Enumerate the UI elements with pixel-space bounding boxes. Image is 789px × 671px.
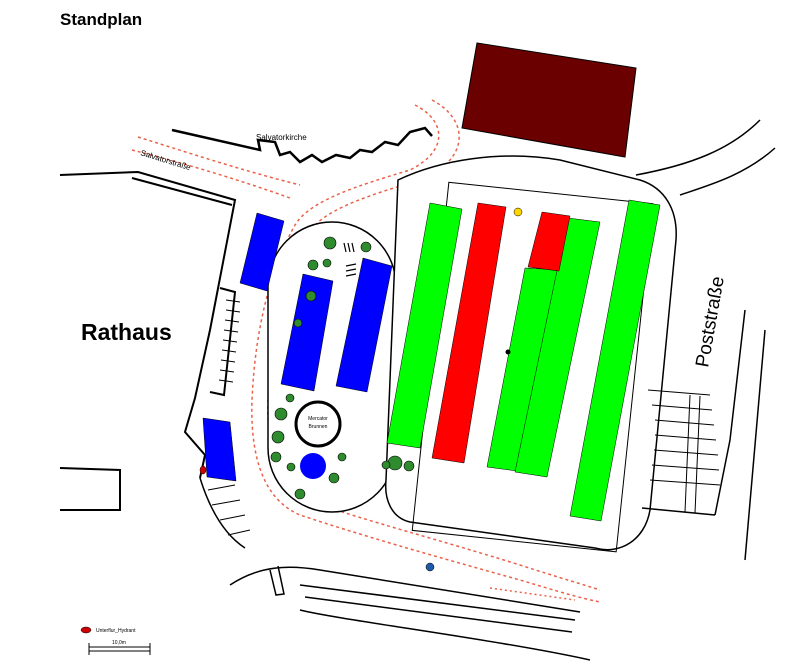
bottom-street <box>229 565 591 661</box>
poststrasse-road <box>635 119 776 561</box>
page-title: Standplan <box>60 10 143 29</box>
brown-building <box>461 42 637 158</box>
label-salvatorkirche: Salvatorkirche <box>256 133 307 142</box>
stall-blue-2 <box>280 273 334 392</box>
mercator-brunnen <box>294 400 342 448</box>
legend-hydrant-label: Unterflur_Hydrant <box>96 628 136 634</box>
blue-marker <box>425 562 435 572</box>
label-poststrasse: Poststraße <box>692 275 729 369</box>
trees <box>270 236 415 500</box>
parking-lines <box>647 389 721 514</box>
stall-green-3 <box>514 217 601 478</box>
scale-bar <box>88 643 151 655</box>
dotted-lane <box>489 587 576 601</box>
stall-red-1 <box>431 202 507 464</box>
legend: Unterflur_Hydrant 10,0m <box>78 612 163 662</box>
salvatorkirche-outline <box>171 126 433 164</box>
rathaus-entrance-stairs <box>199 477 246 549</box>
hydrant-marker <box>199 465 207 475</box>
bike-racks <box>343 242 357 277</box>
sun-marker <box>513 207 523 217</box>
stall-green-1 <box>386 202 463 449</box>
scale-label: 10,0m <box>112 640 126 646</box>
legend-hydrant-icon <box>80 626 92 634</box>
stall-blue-round <box>300 453 326 479</box>
stall-blue-1 <box>239 212 285 292</box>
label-brunnen-2: Brunnen <box>309 424 328 430</box>
small-dark-marker <box>505 349 511 355</box>
stall-blue-4 <box>202 417 237 482</box>
rathaus-building <box>59 170 237 511</box>
stall-green-4 <box>569 199 661 522</box>
label-brunnen-1: Mercator <box>308 416 328 422</box>
stall-blue-3 <box>335 257 393 393</box>
label-rathaus: Rathaus <box>81 319 172 345</box>
stall-red-2 <box>527 211 571 272</box>
rathaus-steps <box>218 299 241 383</box>
